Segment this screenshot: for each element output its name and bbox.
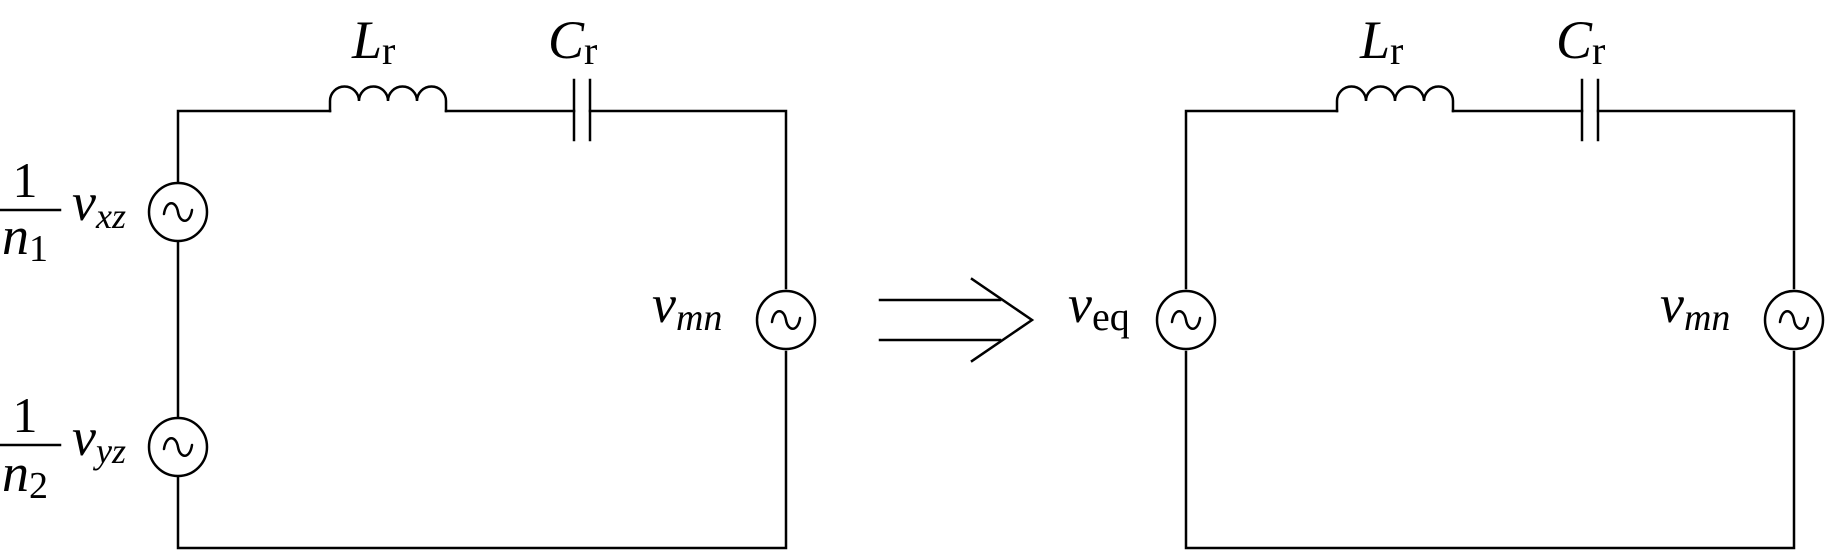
left-inductor xyxy=(328,85,448,113)
sine-wave-icon xyxy=(770,310,802,330)
fraction-numerator: 1 xyxy=(13,152,38,208)
left-capacitor-label: Cr xyxy=(548,10,597,73)
left-inductor-label: Lr xyxy=(351,10,395,73)
left-wire-top-left xyxy=(176,109,332,185)
left-circuit: Lr Cr 1 n1 vxz 1 n2 vyz xyxy=(0,10,817,550)
sine-wave-icon xyxy=(162,437,194,457)
right-wire-bottom xyxy=(1184,350,1796,550)
sine-wave-icon xyxy=(1170,310,1202,330)
right-source-mn xyxy=(1763,289,1825,351)
right-wire-right xyxy=(1596,109,1796,290)
right-source-eq xyxy=(1155,289,1217,351)
arrow-head xyxy=(970,277,1035,363)
sine-wave-icon xyxy=(1778,310,1810,330)
right-inductor xyxy=(1335,85,1455,113)
right-circuit: Lr Cr veq vmn xyxy=(1068,10,1825,550)
equivalence-arrow-icon xyxy=(878,277,1035,363)
left-source-mn-label: vmn xyxy=(652,274,722,339)
fraction-denominator: n1 xyxy=(2,206,48,270)
source-symbol: vxz xyxy=(72,172,126,236)
left-source-xz-label: 1 n1 vxz xyxy=(0,152,126,270)
left-source-xz xyxy=(147,181,209,243)
fraction-numerator: 1 xyxy=(13,387,38,443)
right-source-mn-label: vmn xyxy=(1660,274,1730,339)
right-source-eq-label: veq xyxy=(1068,274,1130,339)
right-capacitor-label: Cr xyxy=(1556,10,1605,73)
right-inductor-label: Lr xyxy=(1359,10,1403,73)
right-wire-top-left xyxy=(1184,109,1339,290)
left-source-yz-label: 1 n2 vyz xyxy=(0,387,126,507)
fraction-denominator: n2 xyxy=(2,443,48,507)
source-symbol: vyz xyxy=(72,407,126,471)
left-source-yz xyxy=(147,416,209,478)
sine-wave-icon xyxy=(162,202,194,222)
left-source-mn xyxy=(755,289,817,351)
left-wire-right xyxy=(588,109,788,290)
left-wire-right-lower xyxy=(176,350,788,550)
